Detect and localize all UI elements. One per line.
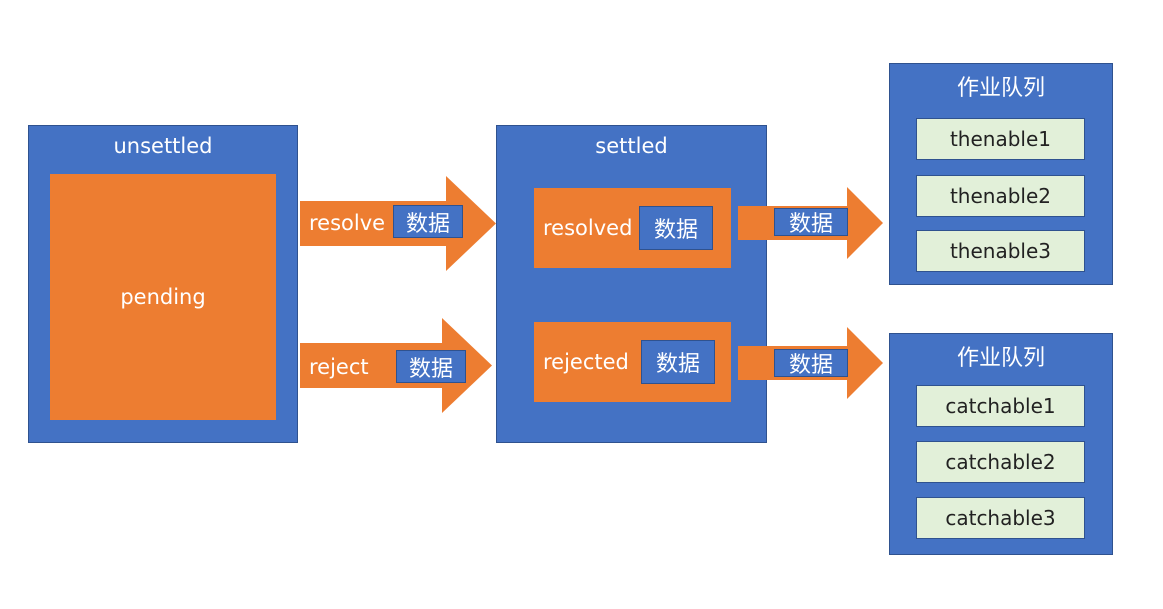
resolved-data-chip: 数据: [639, 206, 713, 250]
reject-arrow: reject 数据: [300, 318, 492, 413]
resolve-data-chip: 数据: [393, 205, 463, 238]
catch-queue-item: catchable2: [916, 441, 1085, 483]
resolve-arrow: resolve 数据: [300, 176, 496, 271]
unsettled-box: unsettled pending: [28, 125, 298, 443]
then-queue-item: thenable2: [916, 175, 1085, 217]
catch-queue-title: 作业队列: [956, 346, 1045, 371]
catch-job-queue: 作业队列 catchable1 catchable2 catchable3: [889, 333, 1113, 555]
to-catch-data-chip: 数据: [774, 349, 848, 378]
catch-queue-item: catchable1: [916, 385, 1085, 427]
resolve-label: resolve: [309, 211, 386, 235]
settled-box: settled resolved 数据 rejected 数据: [496, 125, 767, 443]
settled-title: settled: [595, 134, 668, 158]
reject-data-chip: 数据: [396, 350, 466, 383]
rejected-data-chip: 数据: [641, 340, 715, 384]
unsettled-title: unsettled: [113, 134, 213, 158]
then-queue-item: thenable1: [916, 118, 1085, 160]
to-then-data-chip: 数据: [774, 208, 848, 237]
pending-state-box: pending: [50, 174, 276, 420]
reject-label: reject: [309, 355, 369, 379]
resolved-label: resolved: [543, 216, 633, 240]
to-catch-arrow: 数据: [738, 327, 883, 399]
pending-label: pending: [120, 285, 206, 309]
then-queue-item: thenable3: [916, 230, 1085, 272]
rejected-state-box: rejected 数据: [534, 322, 731, 402]
rejected-label: rejected: [543, 350, 629, 374]
to-then-arrow: 数据: [738, 187, 883, 259]
catch-queue-item: catchable3: [916, 497, 1085, 539]
then-job-queue: 作业队列 thenable1 thenable2 thenable3: [889, 63, 1113, 285]
resolved-state-box: resolved 数据: [534, 188, 731, 268]
then-queue-title: 作业队列: [956, 76, 1045, 101]
